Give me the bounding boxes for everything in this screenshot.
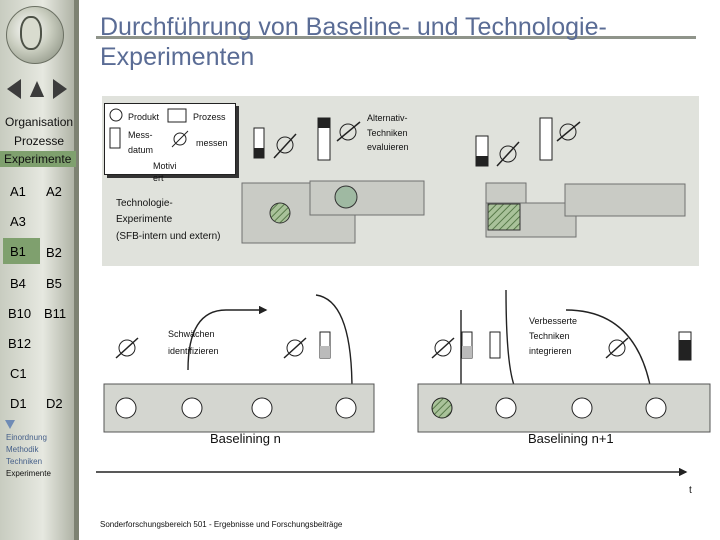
legend-motiviert-2: ert bbox=[153, 173, 164, 183]
menu-prozesse[interactable]: Prozesse bbox=[14, 134, 65, 148]
sidebar-item-b11[interactable]: B11 bbox=[44, 306, 67, 321]
logo-figure bbox=[20, 16, 42, 50]
arrow-right-icon[interactable] bbox=[52, 78, 68, 100]
footer-text: Sonderforschungsbereich 501 - Ergebnisse… bbox=[100, 520, 343, 529]
triangle-down-icon bbox=[5, 420, 15, 429]
footer-nav-methodik[interactable]: Methodik bbox=[6, 445, 39, 454]
legend-datum: datum bbox=[128, 145, 154, 155]
sidebar-item-a1[interactable]: A1 bbox=[10, 184, 26, 199]
legend-mess: Mess- bbox=[128, 130, 153, 140]
label-identifizieren: identifizieren bbox=[168, 346, 219, 356]
footer-nav-experimente[interactable]: Experimente bbox=[6, 469, 51, 478]
legend-prozess: Prozess bbox=[193, 112, 226, 122]
sidebar-item-b12[interactable]: B12 bbox=[8, 336, 32, 351]
sidebar-item-d1[interactable]: D1 bbox=[10, 396, 27, 411]
sidebar-item-b2[interactable]: B2 bbox=[46, 245, 62, 260]
legend-messen: messen bbox=[196, 138, 228, 148]
label-techniken: Techniken bbox=[367, 128, 408, 138]
label-alternativ: Alternativ- bbox=[367, 113, 408, 123]
label-integrieren: integrieren bbox=[529, 346, 572, 356]
arrow-left-icon[interactable] bbox=[6, 78, 22, 100]
label-technologie: Technologie- bbox=[116, 198, 173, 209]
menu-organisation[interactable]: Organisation bbox=[5, 115, 74, 129]
sidebar-item-b4[interactable]: B4 bbox=[10, 276, 26, 291]
label-verb-techniken: Techniken bbox=[529, 331, 570, 341]
arrow-up-icon[interactable] bbox=[29, 78, 45, 100]
sidebar-item-b1[interactable]: B1 bbox=[10, 244, 26, 259]
menu-experimente[interactable]: Experimente bbox=[0, 151, 76, 167]
label-evaluieren: evaluieren bbox=[367, 142, 409, 152]
legend-produkt: Produkt bbox=[128, 112, 160, 122]
label-experimente: Experimente bbox=[116, 214, 173, 225]
title-rule bbox=[96, 36, 696, 39]
sidebar-item-c1[interactable]: C1 bbox=[10, 366, 27, 381]
sidebar-item-a3[interactable]: A3 bbox=[10, 214, 26, 229]
page-title: Durchführung von Baseline- und Technolog… bbox=[100, 13, 607, 71]
label-baselining-n1: Baselining n+1 bbox=[528, 431, 614, 446]
legend-symbols bbox=[109, 108, 189, 149]
lower-diagram bbox=[96, 289, 711, 477]
label-sfb-intern: (SFB-intern und extern) bbox=[116, 231, 221, 242]
footer-nav-einordnung[interactable]: Einordnung bbox=[6, 433, 47, 442]
sidebar-item-a2[interactable]: A2 bbox=[46, 184, 62, 199]
upper-diagram bbox=[241, 117, 686, 244]
legend-motiviert-1: Motivi bbox=[153, 161, 177, 171]
timeline-label: t bbox=[689, 485, 692, 496]
footer-nav-techniken[interactable]: Techniken bbox=[6, 457, 43, 466]
sidebar-edge bbox=[74, 0, 79, 540]
sidebar-item-d2[interactable]: D2 bbox=[46, 396, 63, 411]
label-schwaechen: Schwächen bbox=[168, 329, 215, 339]
sidebar-item-b10[interactable]: B10 bbox=[8, 306, 32, 321]
label-baselining-n: Baselining n bbox=[210, 431, 281, 446]
label-verbesserte: Verbesserte bbox=[529, 316, 578, 326]
sidebar-highlight-b1 bbox=[3, 238, 40, 264]
sidebar-item-b5[interactable]: B5 bbox=[46, 276, 62, 291]
